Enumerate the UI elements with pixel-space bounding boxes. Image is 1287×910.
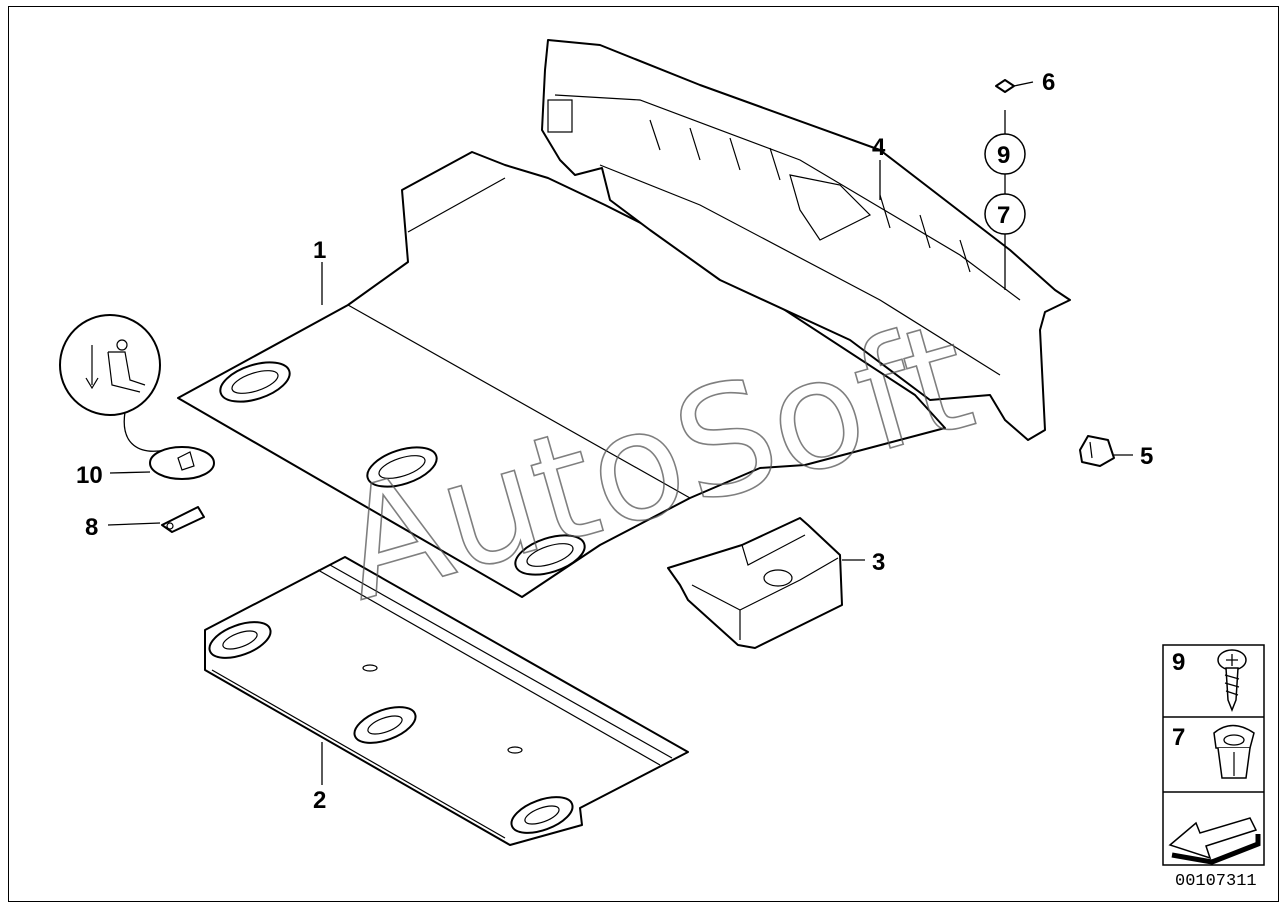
- screw-icon: [1217, 649, 1247, 713]
- floor-panel-part[interactable]: [204, 556, 689, 846]
- legend-number-7: 7: [1172, 724, 1185, 751]
- legend-panel: 9 7: [1162, 644, 1265, 866]
- callout-9: 9: [997, 142, 1010, 169]
- clip-part[interactable]: [1079, 435, 1115, 467]
- loading-sill-trim-part[interactable]: [541, 39, 1071, 441]
- arrow-left-icon[interactable]: [1168, 817, 1261, 865]
- callout-9-circle: [984, 133, 1026, 175]
- support-bracket-part[interactable]: [667, 517, 843, 649]
- callout-10: 10: [76, 462, 103, 489]
- legend-number-9: 9: [1172, 649, 1185, 676]
- callout-1: 1: [313, 237, 326, 264]
- expanding-nut-icon: [1213, 724, 1255, 779]
- callout-5: 5: [1140, 443, 1153, 470]
- floor-covering-part[interactable]: [177, 151, 946, 598]
- callout-6: 6: [1042, 69, 1055, 96]
- diagram-code: 00107311: [1175, 872, 1257, 891]
- callout-4: 4: [872, 134, 886, 161]
- small-nut-part[interactable]: [995, 79, 1015, 93]
- cover-cap-part[interactable]: [59, 314, 215, 480]
- callout-7-circle: [984, 193, 1026, 235]
- callout-2: 2: [313, 787, 326, 814]
- diagram-frame: [8, 6, 1279, 902]
- callout-7: 7: [997, 202, 1010, 229]
- callout-3: 3: [872, 549, 885, 576]
- hook-part[interactable]: [161, 506, 205, 533]
- callout-8: 8: [85, 514, 98, 541]
